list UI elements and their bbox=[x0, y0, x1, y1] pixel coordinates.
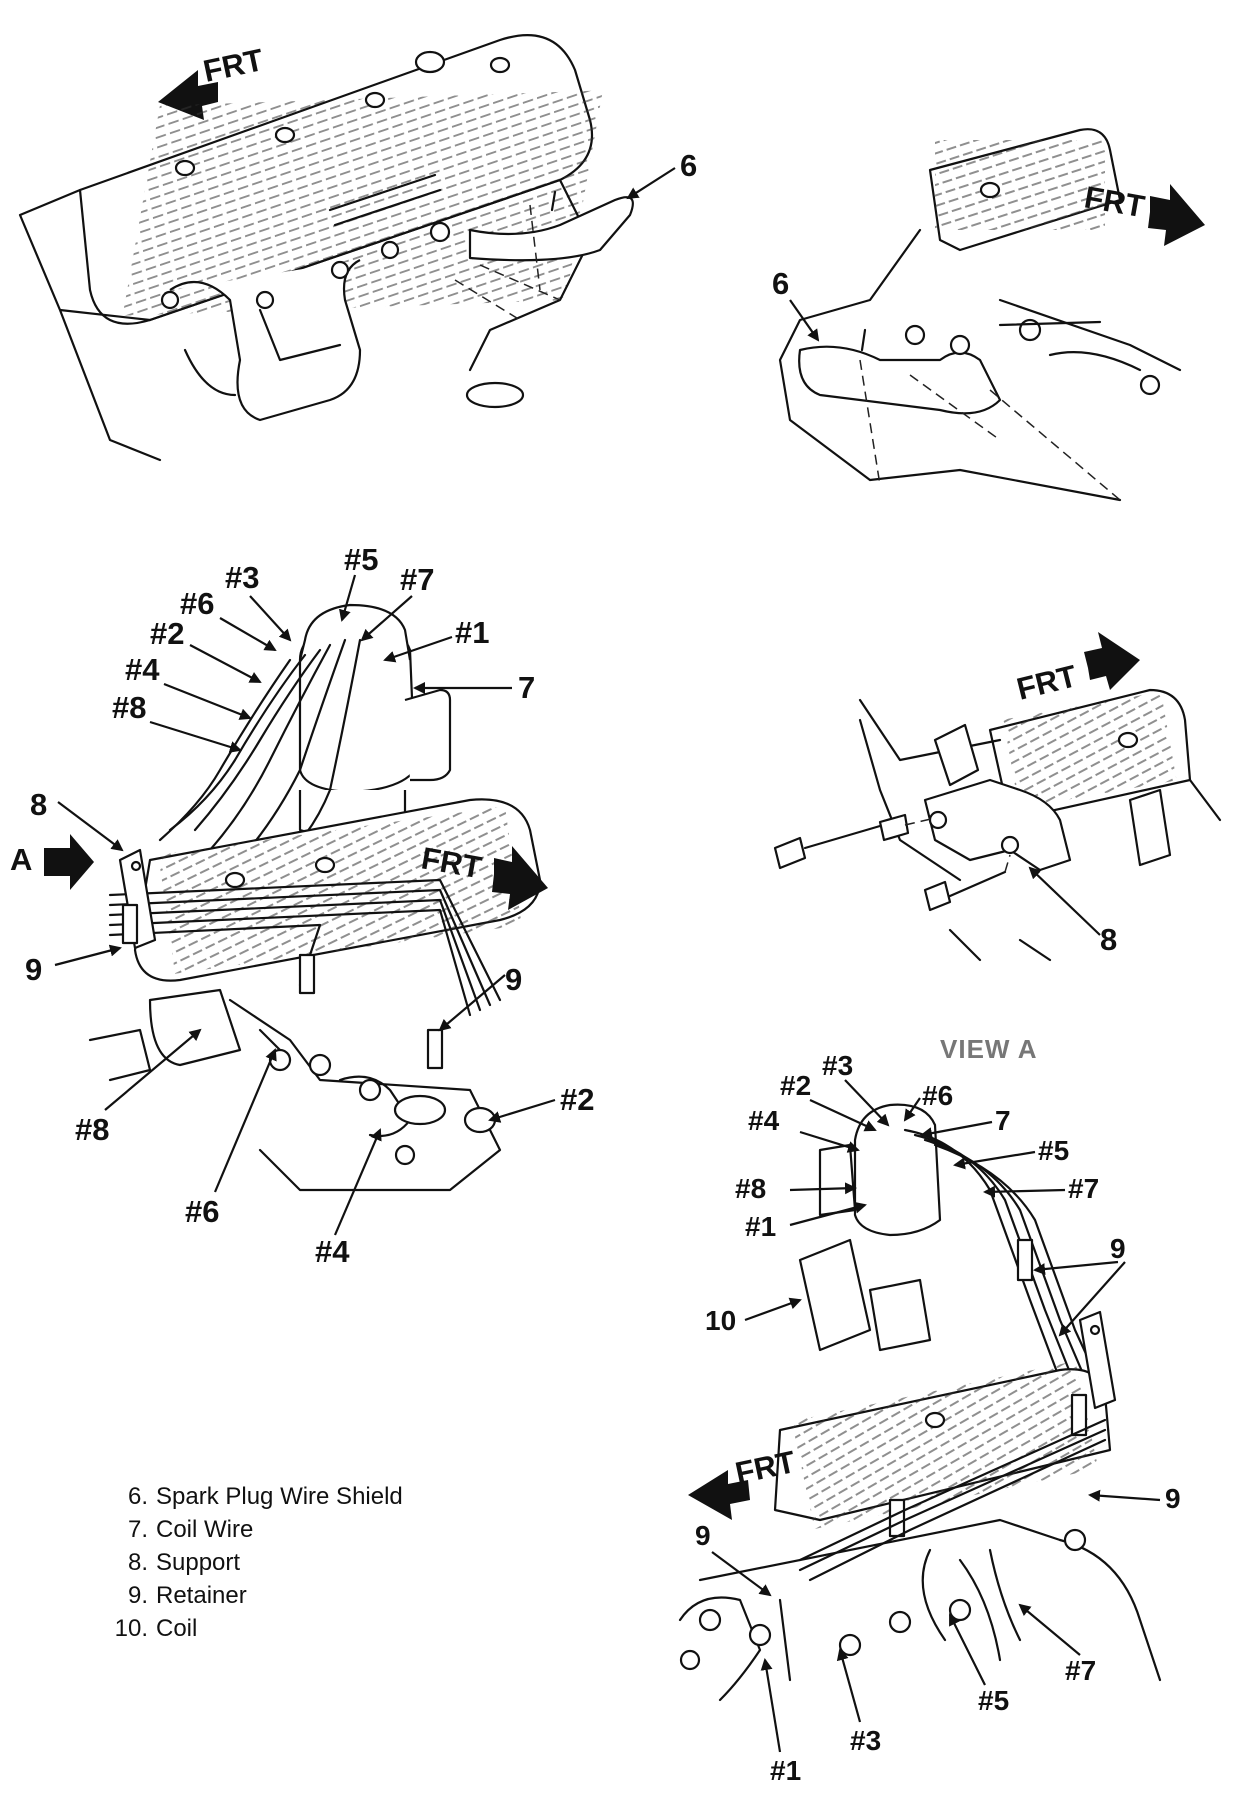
label-c2-view-a: #2 bbox=[780, 1070, 811, 1101]
label-frt-support: FRT bbox=[1013, 658, 1080, 707]
label-c1-view-a-lower: #1 bbox=[770, 1755, 801, 1786]
label-c2-lower: #2 bbox=[560, 1082, 594, 1117]
label-9-middle-left: 9 bbox=[25, 952, 42, 987]
label-c4-view-a: #4 bbox=[748, 1105, 780, 1136]
front-arrow-icon-support bbox=[1084, 632, 1140, 690]
label-6-top-left: 6 bbox=[680, 148, 697, 183]
label-a: A bbox=[10, 842, 32, 877]
legend-item: 10.Coil bbox=[114, 1615, 198, 1642]
panel-top-left-engine: FRT 6 bbox=[18, 33, 697, 462]
legend-item: 9.Retainer bbox=[127, 1582, 247, 1609]
panel-middle-left-engine: FRT A #5 #3 #7 #6 #1 #2 #4 #8 7 8 9 9 #2… bbox=[10, 542, 594, 1269]
label-c6-middle: #6 bbox=[180, 586, 214, 621]
label-c3-view-a: #3 bbox=[822, 1050, 853, 1081]
label-c4-middle: #4 bbox=[125, 652, 160, 687]
view-a-arrow-icon bbox=[44, 834, 94, 890]
label-9-middle-right: 9 bbox=[505, 962, 522, 997]
label-c5-middle: #5 bbox=[344, 542, 378, 577]
panel-view-a: VIEW A FRT bbox=[678, 1034, 1181, 1786]
label-6-top-right: 6 bbox=[772, 266, 789, 301]
label-8-middle: 8 bbox=[30, 787, 47, 822]
legend-item: 8.Support bbox=[127, 1549, 241, 1576]
front-arrow-icon-middle bbox=[492, 846, 548, 910]
label-c5-view-a: #5 bbox=[1038, 1135, 1069, 1166]
label-c5-view-a-lower: #5 bbox=[978, 1685, 1009, 1716]
label-c7-view-a: #7 bbox=[1068, 1173, 1099, 1204]
label-7-view-a: 7 bbox=[995, 1105, 1011, 1136]
front-arrow-icon-top-right bbox=[1148, 184, 1205, 246]
label-10-view-a: 10 bbox=[705, 1305, 736, 1336]
label-c1-middle: #1 bbox=[455, 615, 489, 650]
label-9-view-a-right: 9 bbox=[1165, 1483, 1181, 1514]
panel-top-right-bracket: FRT 6 bbox=[772, 128, 1205, 502]
label-c8-view-a: #8 bbox=[735, 1173, 766, 1204]
label-c8-lower: #8 bbox=[75, 1112, 109, 1147]
legend-item: 6.Spark Plug Wire Shield bbox=[127, 1483, 403, 1510]
label-c7-middle: #7 bbox=[400, 562, 434, 597]
label-c1-view-a: #1 bbox=[745, 1211, 776, 1242]
label-c6-view-a: #6 bbox=[922, 1080, 953, 1111]
label-9-view-a-top: 9 bbox=[1110, 1233, 1126, 1264]
leader-6-top-left bbox=[626, 167, 676, 200]
label-frt: FRT bbox=[200, 42, 266, 89]
label-c4-lower: #4 bbox=[315, 1234, 350, 1269]
label-9-view-a-left: 9 bbox=[695, 1520, 711, 1551]
label-7-middle: 7 bbox=[518, 670, 535, 705]
label-view-a: VIEW A bbox=[940, 1034, 1037, 1064]
label-8-support: 8 bbox=[1100, 922, 1117, 957]
front-arrow-icon-view-a bbox=[688, 1470, 750, 1520]
leader-6-top-right bbox=[789, 299, 820, 342]
label-c7-view-a-lower: #7 bbox=[1065, 1655, 1096, 1686]
label-c8-middle: #8 bbox=[112, 690, 146, 725]
legend: 6.Spark Plug Wire Shield 7.Coil Wire 8.S… bbox=[112, 1480, 403, 1645]
label-c3-middle: #3 bbox=[225, 560, 259, 595]
legend-item: 7.Coil Wire bbox=[127, 1516, 254, 1543]
label-c3-view-a-lower: #3 bbox=[850, 1725, 881, 1756]
label-c6-lower: #6 bbox=[185, 1194, 219, 1229]
label-c2-middle: #2 bbox=[150, 616, 184, 651]
panel-middle-right-support: FRT 8 bbox=[773, 632, 1222, 962]
